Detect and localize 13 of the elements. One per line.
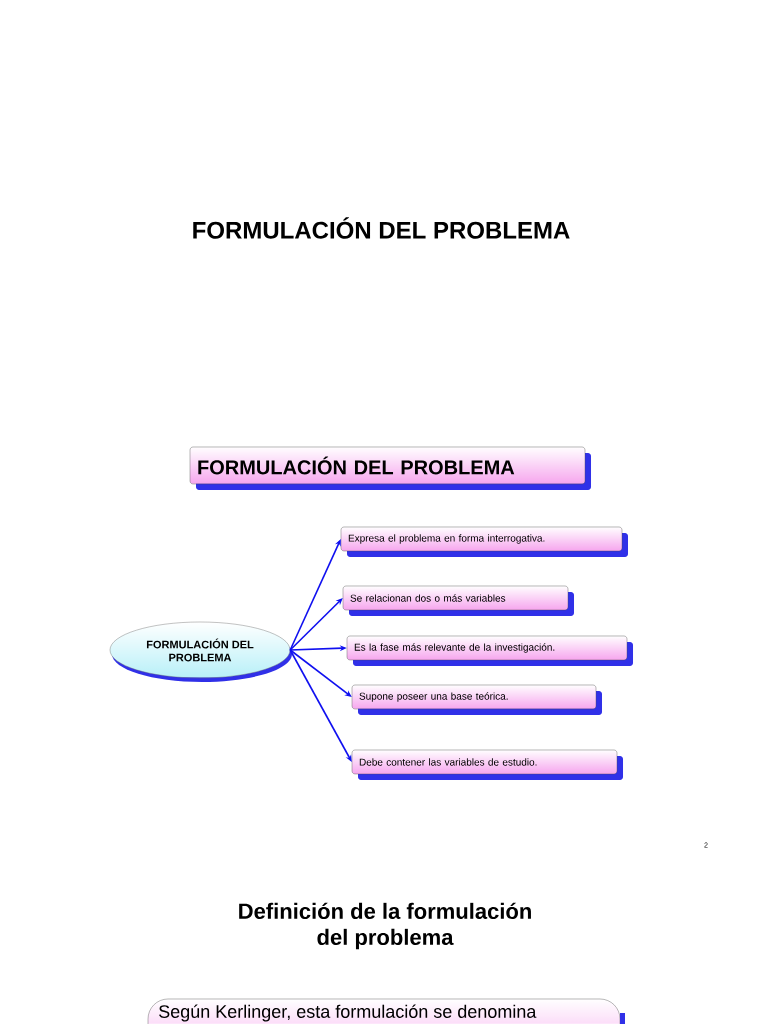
statement-box: Se relacionan dos o más variables [342, 585, 574, 616]
heading-box: FORMULACIÓN DEL PROBLEMA [189, 446, 591, 490]
statement-box: Supone poseer una base teórica. [351, 684, 602, 715]
statement-box: Expresa el problema en forma interrogativa. [340, 526, 628, 557]
page-title: FORMULACIÓN DEL PROBLEMA [193, 217, 570, 239]
arrow [289, 539, 341, 651]
statement-box: Es la fase más relevante de la investigación. [346, 635, 633, 666]
quote-box: Según Kerlinger, esta formulación se denomina [147, 998, 625, 1024]
statement-box: Debe contener las variables de estudio. [351, 749, 623, 780]
arrow [289, 649, 352, 762]
arrow [289, 649, 352, 697]
section-heading: Definición de la formulación del problema [239, 902, 531, 950]
arrow [289, 598, 343, 651]
